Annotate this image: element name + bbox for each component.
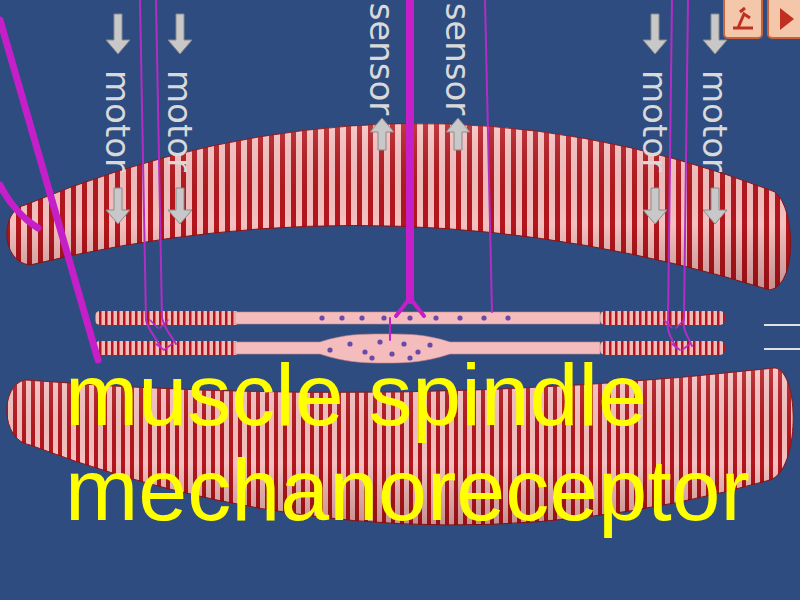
fiber-label: motor [638,70,672,172]
nuclear-chain-fiber [235,312,600,324]
intrafusal-fiber [95,311,240,325]
fiber-label: sensor [441,3,475,116]
edge-marks [764,325,800,349]
fiber-label: sensor [365,3,399,116]
toolbar-buttons [724,0,800,38]
fiber-label: motor [698,70,732,172]
direction-arrows [106,14,727,224]
intrafusal-fiber [600,311,725,325]
fiber-label: motor [163,70,197,172]
nuclei [319,315,510,320]
fiber-label: motor [101,70,135,172]
nerve-fibers [0,0,692,360]
caption-text: muscle spindle mechanoreceptor [65,347,795,537]
